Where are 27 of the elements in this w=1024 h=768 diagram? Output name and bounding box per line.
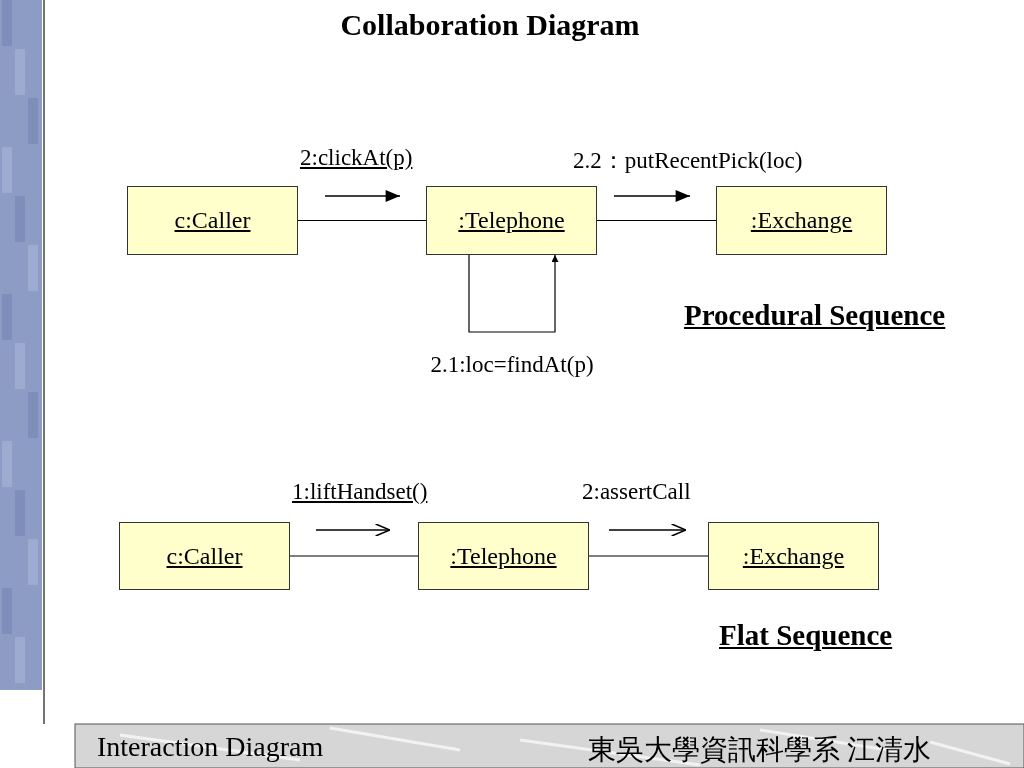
object-box (716, 186, 887, 255)
message-label: 1:liftHandset() (292, 479, 428, 505)
object-name: c:Caller (174, 207, 251, 234)
object-name: :Telephone (458, 207, 565, 234)
link-line (289, 555, 419, 557)
self-link-arrow (468, 254, 559, 333)
message-label: 2.1:loc=findAt(p) (430, 352, 594, 378)
object-box (708, 522, 879, 590)
section-heading: Procedural Sequence (684, 299, 946, 332)
footer-text: 東吳大學資訊科學系 江清水 (588, 733, 931, 767)
link-line (297, 219, 427, 222)
object-box (119, 522, 290, 590)
footer-text: Interaction Diagram (97, 731, 324, 763)
object-name: :Exchange (742, 542, 845, 570)
diagram-title: Collaboration Diagram (340, 8, 640, 42)
object-name: :Telephone (450, 542, 557, 570)
message-label: 2:assertCall (582, 479, 691, 505)
object-name: c:Caller (166, 542, 243, 570)
link-line (596, 219, 717, 222)
object-box (418, 522, 589, 590)
message-label: 2.2：putRecentPick(loc) (573, 147, 803, 175)
link-line (588, 555, 709, 557)
section-heading: Flat Sequence (719, 619, 893, 652)
object-box (426, 186, 597, 255)
object-box (127, 186, 298, 255)
object-name: :Exchange (750, 207, 853, 234)
message-label: 2:clickAt(p) (300, 145, 413, 171)
